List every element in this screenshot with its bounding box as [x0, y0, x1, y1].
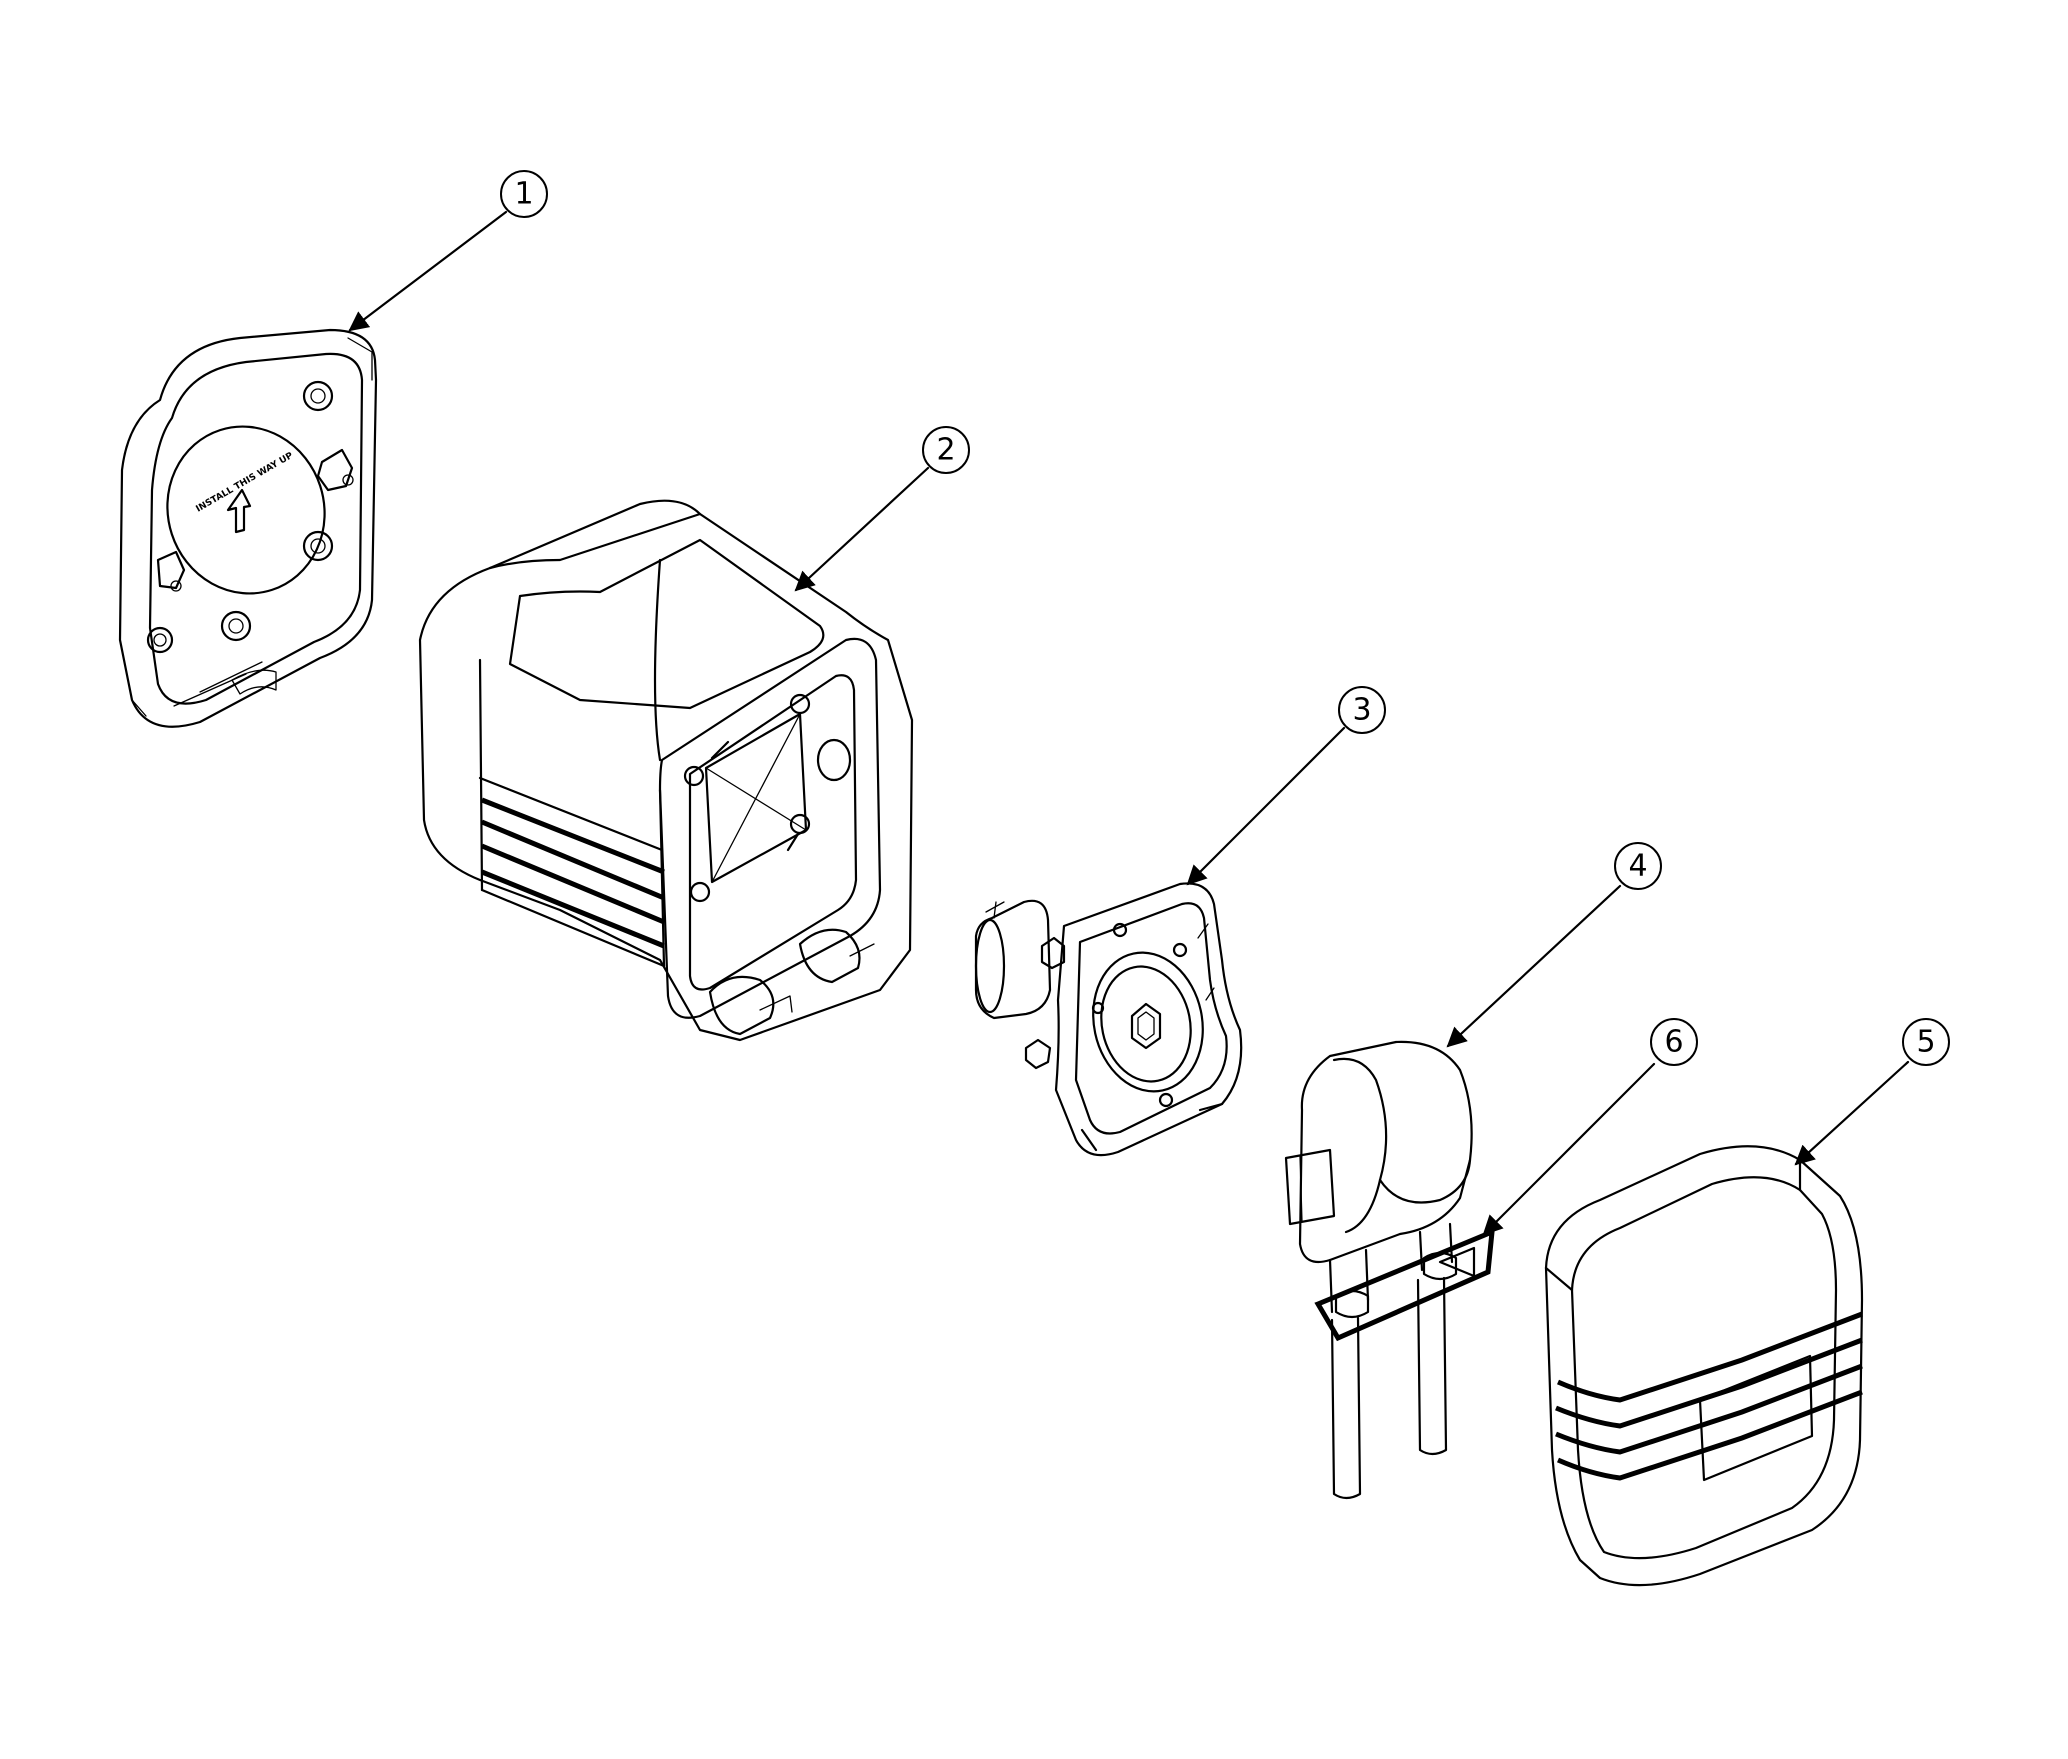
leader-4: [1446, 884, 1622, 1048]
callout-6-label: 6: [1664, 1025, 1683, 1060]
callout-2-label: 2: [936, 433, 955, 468]
callout-1-label: 1: [514, 177, 533, 212]
callout-4-label: 4: [1628, 849, 1647, 884]
leader-3: [1186, 726, 1346, 886]
leader-5: [1794, 1060, 1910, 1166]
leader-6: [1482, 1062, 1656, 1236]
part-2-main-housing: [418, 499, 914, 1042]
leader-1: [348, 210, 508, 332]
callout-1: 1: [500, 170, 548, 218]
callout-3-label: 3: [1352, 693, 1371, 728]
callout-3: 3: [1338, 686, 1386, 734]
callout-6: 6: [1650, 1018, 1698, 1066]
callout-5-label: 5: [1916, 1025, 1935, 1060]
leader-2: [794, 466, 930, 592]
part-3-pump-head: [974, 882, 1243, 1157]
part-1-rear-cover: INSTALL THIS WAY UP: [118, 328, 378, 728]
callout-5: 5: [1902, 1018, 1950, 1066]
leader-lines: [348, 210, 1910, 1236]
part-4-tube-cover: [1284, 1040, 1495, 1500]
callout-2: 2: [922, 426, 970, 474]
install-label-text: INSTALL THIS WAY UP: [195, 451, 296, 515]
callout-4: 4: [1614, 842, 1662, 890]
part-5-front-cover: [1544, 1145, 1864, 1587]
